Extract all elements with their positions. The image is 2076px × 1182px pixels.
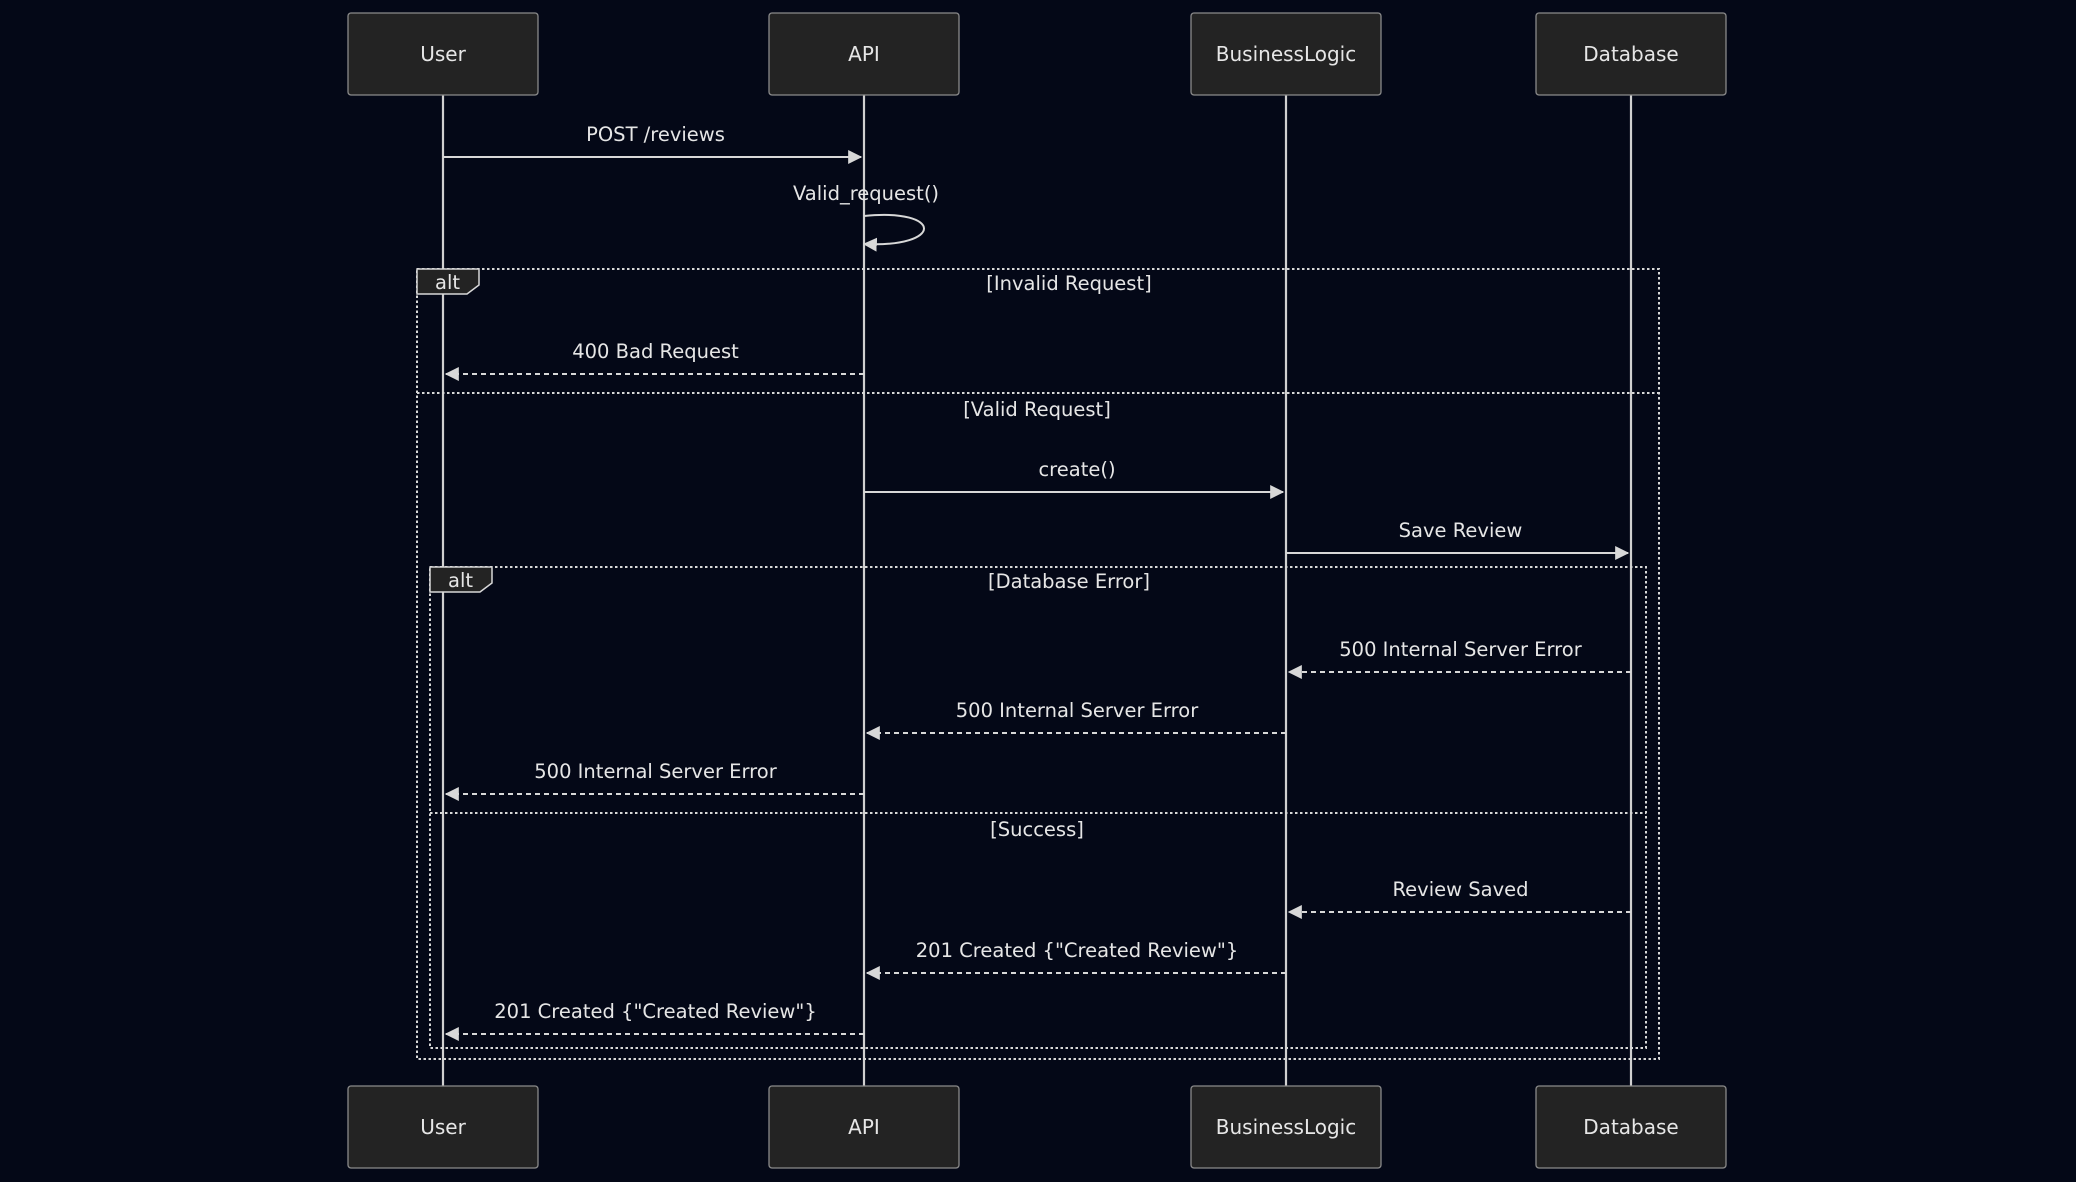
participant-box [768, 12, 960, 96]
alt-label: alt [448, 569, 473, 592]
participant-box [1535, 1085, 1727, 1169]
alt-condition-valid-request: [Valid Request] [963, 398, 1111, 421]
message-label: Save Review [1399, 519, 1523, 542]
message-label: 500 Internal Server Error [1339, 638, 1582, 661]
message-post-reviews: POST /reviews [443, 123, 863, 164]
participant-label: Database [1583, 1115, 1678, 1139]
participant-api-bottom: API [768, 1085, 960, 1169]
alt-frame-border [429, 566, 1647, 1049]
participant-businesslogic-top: BusinessLogic [1190, 12, 1382, 96]
message-review-saved: Review Saved [1287, 878, 1631, 919]
alt-condition-invalid-request: [Invalid Request] [986, 272, 1151, 295]
message-500-internal-server-error: 500 Internal Server Error [1287, 638, 1631, 679]
alt-frame-border [416, 268, 1660, 1060]
message-save-review: Save Review [1286, 519, 1630, 560]
message-500-internal-server-error: 500 Internal Server Error [865, 699, 1286, 740]
message-201-created-created-review: 201 Created {"Created Review"} [865, 939, 1286, 980]
message-valid-request: Valid_request() [793, 182, 939, 252]
participant-box [1190, 12, 1382, 96]
alt-fragment-outer: alt [Invalid Request] [Valid Request] [416, 268, 1660, 1060]
participant-box [347, 12, 539, 96]
participant-user-bottom: User [347, 1085, 539, 1169]
message-label: Review Saved [1392, 878, 1528, 901]
message-400-bad-request: 400 Bad Request [444, 340, 864, 381]
alt-condition-database-error: [Database Error] [988, 570, 1150, 593]
message-201-created-created-review: 201 Created {"Created Review"} [444, 1000, 864, 1041]
alt-label-box [416, 268, 480, 295]
participant-box [1535, 12, 1727, 96]
message-label: 400 Bad Request [572, 340, 739, 363]
alt-label-box [429, 566, 493, 593]
message-label: 201 Created {"Created Review"} [494, 1000, 816, 1023]
participant-businesslogic-bottom: BusinessLogic [1190, 1085, 1382, 1169]
participant-user-top: User [347, 12, 539, 96]
participant-label: API [848, 1115, 880, 1139]
message-label: 201 Created {"Created Review"} [916, 939, 1238, 962]
message-label: 500 Internal Server Error [534, 760, 777, 783]
message-label: 500 Internal Server Error [956, 699, 1199, 722]
participant-label: BusinessLogic [1216, 1115, 1356, 1139]
participant-box [1190, 1085, 1382, 1169]
message-label: create() [1038, 458, 1115, 481]
participant-database-top: Database [1535, 12, 1727, 96]
participant-label: BusinessLogic [1216, 42, 1356, 66]
alt-condition-success: [Success] [990, 818, 1084, 841]
participant-label: Database [1583, 42, 1678, 66]
alt-label: alt [435, 271, 460, 294]
message-create: create() [864, 458, 1285, 499]
message-label: POST /reviews [586, 123, 725, 146]
participant-box [768, 1085, 960, 1169]
participant-label: User [420, 1115, 466, 1139]
participant-box [347, 1085, 539, 1169]
message-label: Valid_request() [793, 182, 939, 205]
participant-label: API [848, 42, 880, 66]
participant-database-bottom: Database [1535, 1085, 1727, 1169]
message-arrow [862, 214, 925, 252]
alt-fragment-inner: alt [Database Error] [Success] [429, 566, 1647, 1049]
participant-label: User [420, 42, 466, 66]
message-500-internal-server-error: 500 Internal Server Error [444, 760, 864, 801]
participant-api-top: API [768, 12, 960, 96]
